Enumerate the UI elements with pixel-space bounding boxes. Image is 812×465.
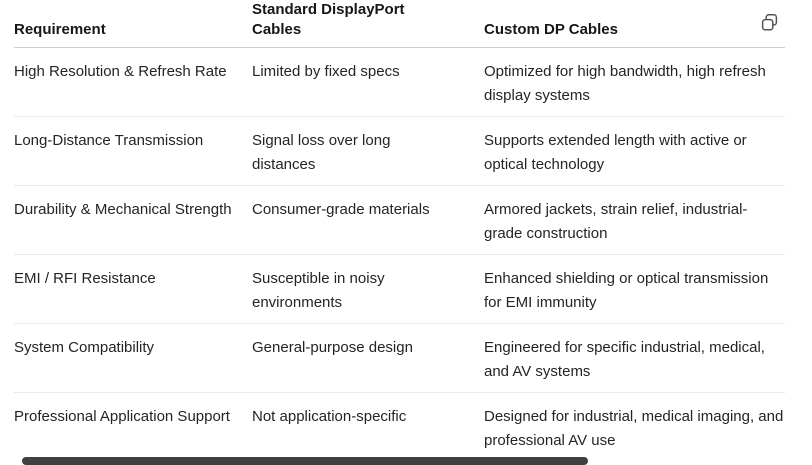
cell-custom: Supports extended length with active or … <box>484 132 747 173</box>
column-header-requirement: Requirement <box>14 21 106 38</box>
cell-custom: Engineered for specific industrial, medi… <box>484 339 765 380</box>
cell-requirement: Professional Application Support <box>14 408 230 425</box>
table-row: EMI / RFI Resistance Susceptible in nois… <box>14 255 785 324</box>
table-row: High Resolution & Refresh Rate Limited b… <box>14 48 785 117</box>
column-header-standard-displayport-cables: Standard DisplayPort Cables <box>252 1 405 38</box>
cell-standard: Consumer-grade materials <box>252 201 430 218</box>
cell-requirement: System Compatibility <box>14 339 155 356</box>
cell-requirement: Durability & Mechanical Strength <box>14 201 232 218</box>
cell-requirement: EMI / RFI Resistance <box>14 270 156 287</box>
table-row: Long-Distance Transmission Signal loss o… <box>14 117 785 186</box>
comparison-table: Requirement Standard DisplayPort Cables … <box>14 0 785 462</box>
table-header-row: Requirement Standard DisplayPort Cables … <box>14 0 785 48</box>
horizontal-scrollbar-thumb[interactable] <box>22 457 588 465</box>
cell-custom: Optimized for high bandwidth, high refre… <box>484 63 766 104</box>
cell-standard: General-purpose design <box>252 339 413 356</box>
cell-custom: Armored jackets, strain relief, industri… <box>484 201 748 242</box>
cell-standard: Susceptible in noisy environments <box>252 270 385 311</box>
column-header-custom-dp-cables: Custom DP Cables <box>484 21 618 38</box>
cell-requirement: High Resolution & Refresh Rate <box>14 63 227 80</box>
cell-standard: Limited by fixed specs <box>252 63 400 80</box>
table-row: System Compatibility General-purpose des… <box>14 324 785 393</box>
copy-table-button[interactable] <box>757 10 781 34</box>
cell-custom: Enhanced shielding or optical transmissi… <box>484 270 769 311</box>
copy-icon <box>759 12 780 33</box>
cell-custom: Designed for industrial, medical imaging… <box>484 408 784 449</box>
cell-requirement: Long-Distance Transmission <box>14 132 204 149</box>
cell-standard: Not application-specific <box>252 408 407 425</box>
cell-standard: Signal loss over long distances <box>252 132 391 173</box>
table-row: Durability & Mechanical Strength Consume… <box>14 186 785 255</box>
table-row: Professional Application Support Not app… <box>14 393 785 462</box>
